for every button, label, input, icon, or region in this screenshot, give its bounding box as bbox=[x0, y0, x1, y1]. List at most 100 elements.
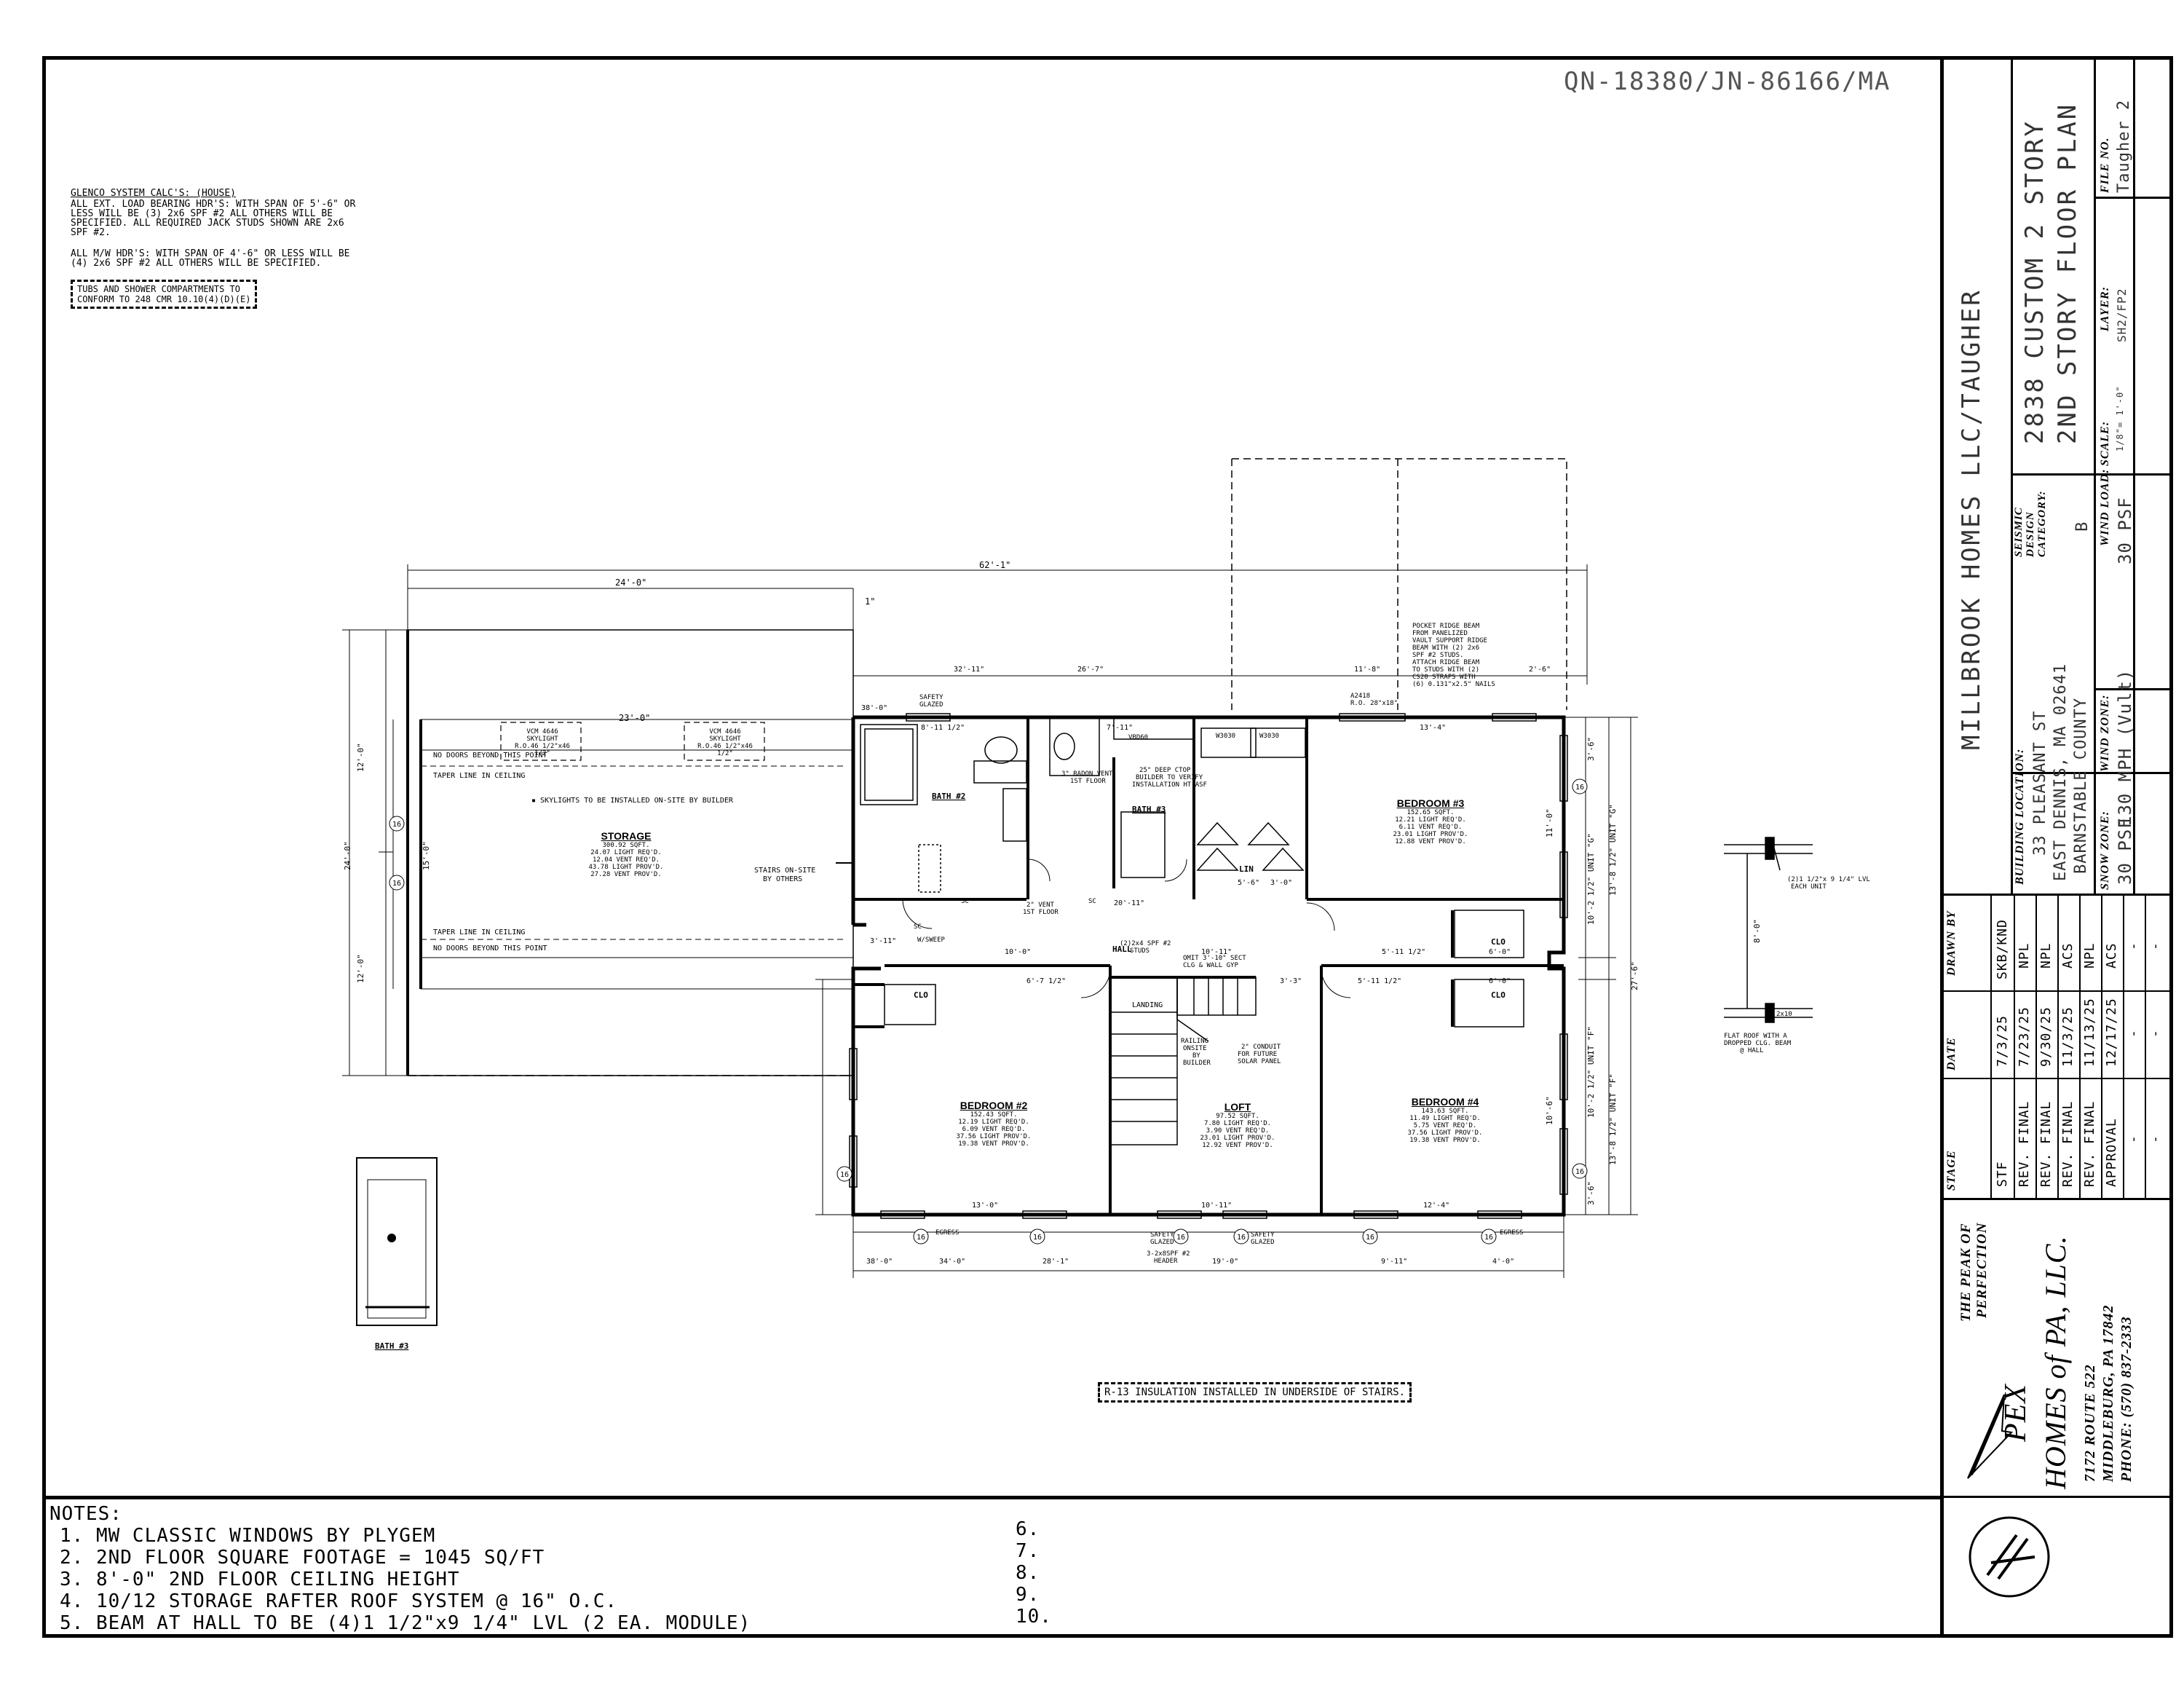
room-stat: 143.63 SQFT. bbox=[1421, 1108, 1469, 1115]
rev-table-line bbox=[2079, 894, 2081, 1198]
radon-note: 3" RADON VENT bbox=[1061, 770, 1113, 778]
note-item: 4. 10/12 STORAGE RAFTER ROOF SYSTEM @ 16… bbox=[60, 1590, 618, 1612]
vault-outline bbox=[1231, 458, 1567, 710]
no-doors-top: NO DOORS BEYOND THIS POINT bbox=[433, 752, 547, 760]
room-stat: 37.56 LIGHT PROV'D. bbox=[956, 1133, 1032, 1140]
bath3-fixtures bbox=[1049, 717, 1306, 878]
dim-room: 12'-4" bbox=[1423, 1202, 1449, 1210]
room-name: BEDROOM #2 bbox=[960, 1100, 1028, 1111]
stairs-note: BY OTHERS bbox=[763, 875, 802, 883]
room-stat: 12.92 VENT PROV'D. bbox=[1202, 1142, 1273, 1149]
title-block-border bbox=[2094, 688, 2173, 690]
room-name: BEDROOM #4 bbox=[1411, 1096, 1479, 1108]
room-stat: 11.49 LIGHT REQ'D. bbox=[1409, 1115, 1481, 1122]
clo-label: CLO bbox=[1491, 937, 1506, 947]
tubs-note-line: TUBS AND SHOWER COMPARTMENTS TO bbox=[77, 284, 240, 294]
header3-note: 3-2x8SPF #2 bbox=[1147, 1250, 1190, 1258]
section-flat-roof: FLAT ROOF WITH A bbox=[1724, 1033, 1787, 1040]
rev-cell: - bbox=[2148, 1029, 2163, 1038]
stairs-note: STAIRS ON-SITE bbox=[754, 867, 815, 875]
rev-cell: SKB/KND bbox=[1995, 919, 2010, 979]
layer-label: LAYER: bbox=[2099, 285, 2111, 331]
dim-room: 5'-6" bbox=[1238, 879, 1259, 887]
rev-table-line bbox=[1940, 990, 2173, 992]
section-detail bbox=[1724, 837, 1813, 1023]
project-subtitle: 2ND STORY FLOOR PLAN bbox=[2053, 102, 2082, 444]
safety-glazed: GLAZED bbox=[919, 701, 943, 709]
rev-table-line bbox=[2123, 894, 2124, 1198]
window-tag-circle: 16 bbox=[389, 875, 405, 891]
tubs-note-line: CONFORM TO 248 CMR 10.10(4)(D)(E) bbox=[77, 294, 251, 304]
rev-cell: REV. FINAL bbox=[2017, 1100, 2032, 1187]
section-flat-roof: @ HALL bbox=[1740, 1047, 1764, 1054]
rev-table-line bbox=[2035, 894, 2037, 1198]
title-block-border bbox=[2011, 772, 2173, 774]
svg-text:16: 16 bbox=[1366, 1234, 1374, 1242]
title-block-border bbox=[2011, 473, 2173, 476]
room-name: STORAGE bbox=[601, 830, 652, 842]
rev-cell: - bbox=[2148, 1135, 2163, 1143]
sc-tag: SC bbox=[914, 923, 922, 931]
note-item: 2. 2ND FLOOR SQUARE FOOTAGE = 1045 SQ/FT bbox=[60, 1547, 545, 1569]
note-item: 10. bbox=[1016, 1606, 1052, 1628]
rev-cell: - bbox=[2148, 942, 2163, 950]
window-tag-circle: 16 bbox=[1173, 1228, 1189, 1245]
note-item: 7. bbox=[1016, 1540, 1040, 1562]
dim-room: 8'-11 1/2" bbox=[921, 724, 965, 732]
sc-tag: SC bbox=[961, 898, 969, 905]
awning-note: R.O. 28"x18" bbox=[1350, 700, 1398, 707]
window-tag-circle: 16 bbox=[1233, 1228, 1249, 1245]
dim-room: 6'-0" bbox=[1489, 948, 1511, 956]
rev-cell: ACS bbox=[2104, 942, 2119, 969]
svg-text:16: 16 bbox=[1575, 1168, 1584, 1176]
window-tags: 16 16 16 16 16 16 16 16 16 16 16 bbox=[389, 778, 1588, 1245]
dim-right: 10'-2 1/2" UNIT "G" bbox=[1586, 833, 1596, 925]
conduit-note: FOR FUTURE bbox=[1238, 1051, 1277, 1058]
tubs-note: TUBS AND SHOWER COMPARTMENTS TO CONFORM … bbox=[71, 280, 258, 309]
pocket-ridge-note: CS20 STRAPS WITH bbox=[1412, 674, 1476, 681]
title-block-border bbox=[1940, 1496, 2173, 1498]
bath3-detail bbox=[356, 1157, 438, 1326]
room-stat: 3.90 VENT REQ'D. bbox=[1206, 1127, 1270, 1135]
awning-note: A2418 bbox=[1350, 693, 1370, 700]
dim-left: 15'-0" bbox=[422, 841, 431, 870]
rev-cell: NPL bbox=[2082, 942, 2097, 969]
dim-left: 12'-0" bbox=[356, 954, 365, 983]
svg-text:16: 16 bbox=[1575, 784, 1584, 792]
svg-text:16: 16 bbox=[392, 821, 401, 829]
company-address: PHONE: (570) 837-2333 bbox=[2118, 1316, 2134, 1482]
dim-bottom: 9'-11" bbox=[1381, 1258, 1407, 1266]
room-stat: 7.80 LIGHT REQ'D. bbox=[1203, 1120, 1272, 1127]
glenco-heading: GLENCO SYSTEM CALC'S: (HOUSE) bbox=[71, 188, 236, 199]
glenco-notes: GLENCO SYSTEM CALC'S: (HOUSE) ALL EXT. L… bbox=[71, 188, 449, 309]
svg-text:16: 16 bbox=[840, 1171, 849, 1179]
railing-note: RAILING bbox=[1181, 1038, 1208, 1045]
bath2-label: BATH #2 bbox=[932, 792, 965, 801]
rev-cell: NPL bbox=[2038, 942, 2054, 969]
pocket-ridge-note: (6) 0.131"x2.5" NAILS bbox=[1412, 681, 1495, 688]
dim-bottom: 28'-1" bbox=[1042, 1258, 1069, 1266]
company-tagline: PERFECTION bbox=[1974, 1222, 1990, 1318]
seismic-label: SEISMIC bbox=[2013, 507, 2025, 557]
pocket-ridge-note: ATTACH RIDGE BEAM bbox=[1412, 659, 1480, 666]
room-storage: STORAGE 300.92 SQFT. 24.07 LIGHT REQ'D. … bbox=[582, 830, 670, 878]
dim-room: 7'-11" bbox=[1107, 724, 1133, 732]
clo-label: CLO bbox=[914, 990, 928, 1000]
skylight-line: SKYLIGHT bbox=[709, 735, 741, 743]
file-no-label: FILE NO. bbox=[2099, 137, 2111, 193]
dim-room: 3'-3" bbox=[1280, 977, 1302, 985]
glenco-line: ALL M/W HDR'S: WITH SPAN OF 4'-6" OR LES… bbox=[71, 248, 350, 259]
no-doors-bottom: NO DOORS BEYOND THIS POINT bbox=[433, 944, 547, 953]
room-stat: 152.65 SQFT. bbox=[1406, 809, 1455, 816]
rev-cell: APPROVAL bbox=[2104, 1118, 2119, 1187]
wind-load-value: 30 PSF bbox=[2115, 497, 2135, 564]
glenco-line: ALL EXT. LOAD BEARING HDR'S: WITH SPAN O… bbox=[71, 199, 356, 210]
dim-room: 6'-7 1/2" bbox=[1026, 977, 1066, 985]
notes-heading: NOTES: bbox=[50, 1503, 122, 1525]
closets bbox=[884, 910, 1524, 1028]
note-item: 5. BEAM AT HALL TO BE (4)1 1/2"x9 1/4" L… bbox=[60, 1612, 751, 1634]
rev-table-line bbox=[2101, 894, 2102, 1198]
dim-room: 20'-11" bbox=[1114, 899, 1144, 907]
room-stat: 152.43 SQFT. bbox=[970, 1111, 1018, 1119]
dim-right: 13'-8 1/2" UNIT "F" bbox=[1608, 1073, 1618, 1165]
